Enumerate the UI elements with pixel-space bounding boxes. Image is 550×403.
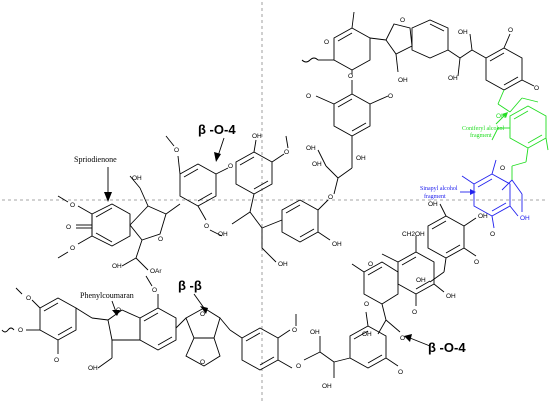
svg-text:OH: OH [312, 161, 322, 168]
beta-o4-bottom-label: β -O-4 [428, 340, 466, 355]
svg-text:OH: OH [218, 231, 228, 238]
svg-text:O: O [26, 295, 31, 302]
svg-text:O: O [388, 93, 393, 100]
coniferyl-alcohol-fragment: OH [491, 89, 549, 180]
svg-text:OH: OH [428, 201, 438, 208]
svg-text:O: O [158, 236, 163, 243]
svg-text:O: O [54, 357, 59, 364]
svg-text:O: O [508, 27, 513, 34]
beta-beta-resinol-unit: O O [175, 307, 231, 367]
ch2oh-atom: CH2OH [402, 231, 425, 238]
svg-text:O: O [368, 261, 373, 268]
svg-text:OH: OH [112, 263, 122, 270]
svg-text:O: O [152, 287, 157, 294]
syringyl-unit-bottom: O O OH OH O [296, 301, 403, 390]
svg-text:OH: OH [278, 261, 288, 268]
svg-text:O: O [174, 147, 179, 154]
phenylcoumaran-label: Phenylcoumaran [80, 291, 134, 300]
svg-text:OH: OH [322, 383, 332, 390]
syringyl-unit-lower-left: O O O [1, 287, 93, 364]
svg-text:OH: OH [306, 145, 316, 152]
svg-text:O: O [306, 93, 311, 100]
svg-text:OH: OH [496, 113, 506, 120]
svg-text:OH: OH [446, 293, 456, 300]
svg-text:O: O [400, 17, 405, 24]
spirodienone-label: Spriodienone [74, 155, 117, 164]
phenylcoumaran-arrow [111, 300, 120, 316]
phenylcoumaran-upper-right: O O OH OH OH O O [301, 11, 539, 92]
svg-text:OH: OH [332, 241, 342, 248]
coniferyl-label-line2: fragment [470, 132, 492, 139]
svg-text:O: O [534, 85, 539, 92]
svg-text:O: O [292, 327, 297, 334]
svg-text:O: O [18, 327, 23, 334]
biphenyl-unit: CH2OH OH O O OH O [351, 231, 456, 342]
guaiacyl-unit-bottom: O [229, 314, 297, 371]
svg-text:OH: OH [398, 77, 408, 84]
svg-text:O: O [348, 73, 353, 80]
svg-text:OH: OH [448, 75, 458, 82]
beta-o4-top-label: β -O-4 [198, 122, 236, 137]
svg-text:OH: OH [310, 329, 320, 336]
coniferyl-arrow [495, 112, 508, 125]
guaiacyl-unit-lower-right: OH OH O OH [416, 201, 488, 284]
sinapyl-label-line1: Sinapyl alcohol [420, 186, 458, 192]
sinapyl-alcohol-fragment: OH O O [461, 159, 530, 238]
oar-atom: OAr [150, 268, 162, 275]
svg-text:OH: OH [132, 175, 142, 182]
beta-beta-arrow [193, 293, 208, 314]
spirodienone-arrow [104, 167, 112, 202]
svg-text:O: O [364, 301, 369, 308]
svg-text:OH: OH [88, 365, 98, 372]
svg-text:O: O [328, 194, 333, 201]
svg-text:O: O [400, 335, 405, 342]
syringyl-unit-upper-right: O O O [306, 73, 393, 150]
svg-text:OH: OH [458, 29, 468, 36]
svg-text:O: O [490, 231, 495, 238]
sinapyl-arrow [460, 189, 476, 195]
syringyl-unit-top: O O O [165, 135, 233, 237]
svg-text:O: O [200, 359, 205, 366]
sinapyl-label-line2: fragment [424, 193, 446, 200]
svg-text:O: O [200, 311, 205, 318]
svg-text:OH: OH [416, 277, 426, 284]
svg-text:O: O [70, 245, 75, 252]
svg-text:OH: OH [478, 213, 488, 220]
coniferyl-label-line1: Coniferyl alcohol [462, 125, 504, 132]
svg-text:O: O [228, 163, 233, 170]
svg-text:O: O [70, 202, 75, 209]
beta-o4-bottom-arrow [404, 334, 431, 347]
svg-text:O: O [284, 149, 289, 156]
spirodienone-unit: O O O O OH OH OAr [57, 175, 181, 275]
svg-text:O: O [474, 259, 479, 266]
svg-text:OH: OH [362, 331, 372, 338]
guaiacyl-unit-top: OH O OH OH [218, 133, 289, 268]
svg-text:OH: OH [252, 133, 262, 140]
svg-text:O: O [66, 224, 71, 231]
beta-beta-label: β -β [178, 278, 202, 293]
svg-text:O: O [296, 363, 301, 370]
svg-text:O: O [324, 39, 329, 46]
svg-text:O: O [204, 223, 209, 230]
svg-text:O: O [412, 309, 417, 316]
svg-text:OH: OH [356, 155, 366, 162]
guaiacyl-unit-center: O OH OH OH OH [281, 145, 366, 248]
svg-text:O: O [398, 369, 403, 376]
beta-o4-top-arrow [214, 137, 225, 162]
svg-text:OH: OH [520, 215, 530, 222]
svg-text:O: O [500, 165, 505, 172]
